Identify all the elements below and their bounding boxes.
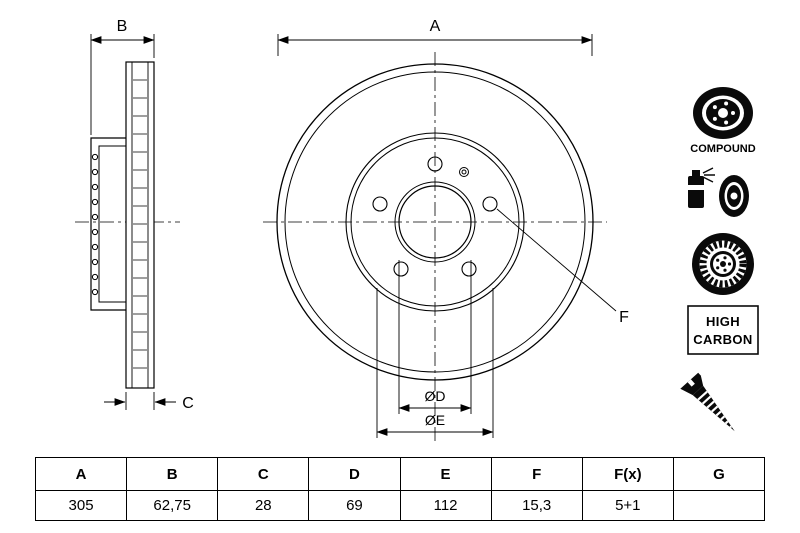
spec-table-wrap: A B C D E F F(x) G 305 62,75 28 69 112	[34, 457, 766, 521]
spec-value-f: 15,3	[490, 490, 583, 521]
front-view	[276, 63, 594, 381]
dim-e-label: ØE	[425, 412, 445, 428]
carbon-disc-icon	[692, 233, 754, 295]
spec-header-d: D	[308, 457, 401, 491]
hat-section-outer	[90, 137, 126, 311]
outer-diameter-circle	[276, 63, 594, 381]
bolt-holes	[372, 156, 498, 277]
high-carbon-line2: CARBON	[693, 332, 752, 347]
friction-ring-section	[125, 61, 155, 389]
spec-header-row: A B C D E F F(x) G	[34, 457, 766, 491]
locating-pin-hole	[459, 167, 469, 177]
high-carbon-badge: HIGH CARBON	[687, 305, 759, 355]
spec-value-a: 305	[34, 490, 128, 521]
spec-header-e: E	[399, 457, 492, 491]
dim-c-label: C	[182, 395, 194, 412]
coating-icon	[688, 167, 749, 217]
spec-header-c: C	[217, 457, 310, 491]
dim-f-label: F	[619, 309, 629, 326]
hat-section-inner	[98, 145, 126, 303]
side-view	[90, 61, 155, 389]
coated-disc	[719, 175, 749, 217]
spec-value-e: 112	[399, 490, 492, 521]
spec-table: A B C D E F F(x) G 305 62,75 28 69 112	[34, 457, 766, 521]
center-bore-circle	[398, 185, 472, 259]
spec-value-b: 62,75	[126, 490, 219, 521]
spec-value-g	[672, 490, 766, 521]
high-carbon-line1: HIGH	[706, 314, 740, 329]
spec-header-b: B	[126, 457, 219, 491]
compound-label: COMPOUND	[690, 143, 755, 155]
screw-icon	[680, 372, 735, 432]
dimension-e	[376, 288, 494, 438]
compound-icon	[693, 87, 753, 139]
dim-a-label: A	[430, 18, 441, 35]
spec-value-row: 305 62,75 28 69 112 15,3 5+1	[34, 490, 766, 521]
dim-b-label: B	[117, 18, 128, 35]
technical-drawing: A B C ØD ØE F	[75, 18, 759, 444]
hat-circle	[345, 132, 525, 312]
dimension-a	[277, 34, 593, 56]
dimension-d	[398, 260, 472, 414]
dimension-c	[104, 392, 176, 410]
spec-value-d: 69	[308, 490, 401, 521]
spec-header-fx: F(x)	[581, 457, 674, 491]
spec-header-f: F	[490, 457, 583, 491]
spray-lines	[702, 167, 715, 183]
vent-vanes	[133, 79, 147, 369]
centerlines	[75, 52, 607, 444]
rivets	[91, 153, 99, 296]
spec-header-a: A	[34, 457, 128, 491]
dimension-b	[90, 34, 155, 135]
dim-f-leader	[496, 208, 617, 312]
spray-can	[688, 176, 704, 208]
spec-header-g: G	[672, 457, 766, 491]
spec-value-fx: 5+1	[581, 490, 674, 521]
dim-d-label: ØD	[425, 388, 446, 404]
spec-value-c: 28	[217, 490, 310, 521]
